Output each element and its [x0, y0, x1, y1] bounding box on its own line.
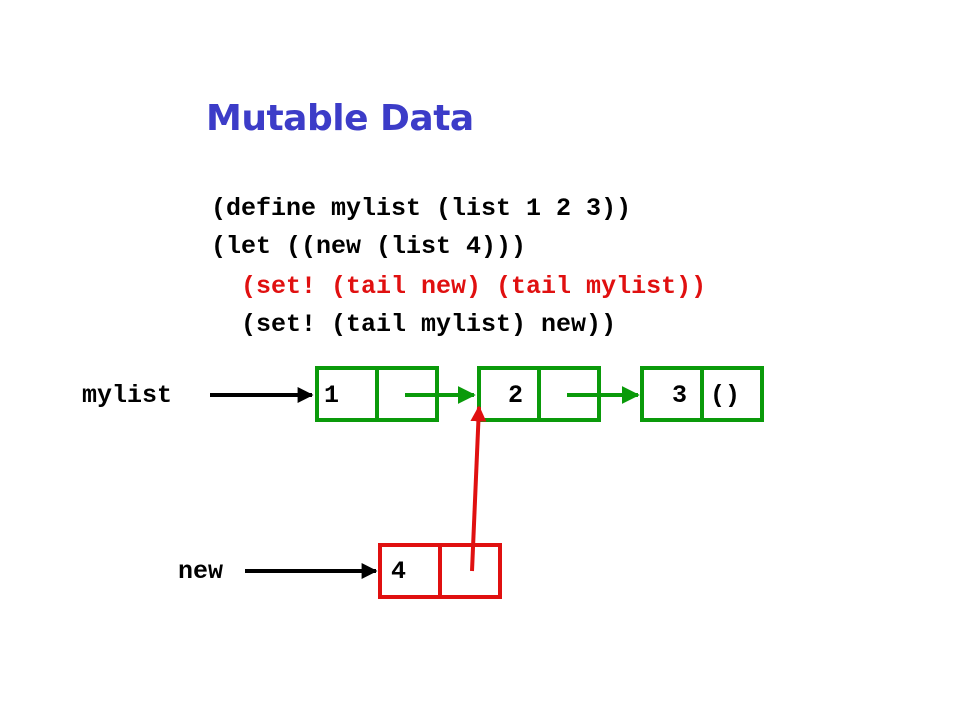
mylist-cell-3-tail: () [710, 381, 740, 410]
mylist-cell-2-head: 2 [508, 381, 523, 410]
new-tail-to-cell-2-arrow [470, 405, 487, 572]
code-block: (define mylist (list 1 2 3)) (let ((new … [211, 194, 707, 339]
mylist-cell-1: 1 [315, 366, 439, 422]
code-line-set-tail-new: (set! (tail new) (tail mylist)) [211, 272, 707, 301]
mylist-variable-label: mylist [82, 381, 173, 410]
code-line-define: (define mylist (list 1 2 3)) [211, 194, 632, 223]
mylist-cell-1-head: 1 [324, 381, 339, 410]
slide-title: Mutable Data [206, 98, 474, 139]
new-cell-4: 4 [378, 543, 502, 599]
code-line-let: (let ((new (list 4))) [211, 232, 527, 261]
new-cell-4-head: 4 [391, 557, 406, 586]
new-variable-label: new [178, 557, 224, 586]
code-line-set-tail-mylist: (set! (tail mylist) new)) [211, 310, 617, 339]
mylist-cell-3-head: 3 [672, 381, 687, 410]
mylist-cell-3: 3 () [640, 366, 764, 422]
